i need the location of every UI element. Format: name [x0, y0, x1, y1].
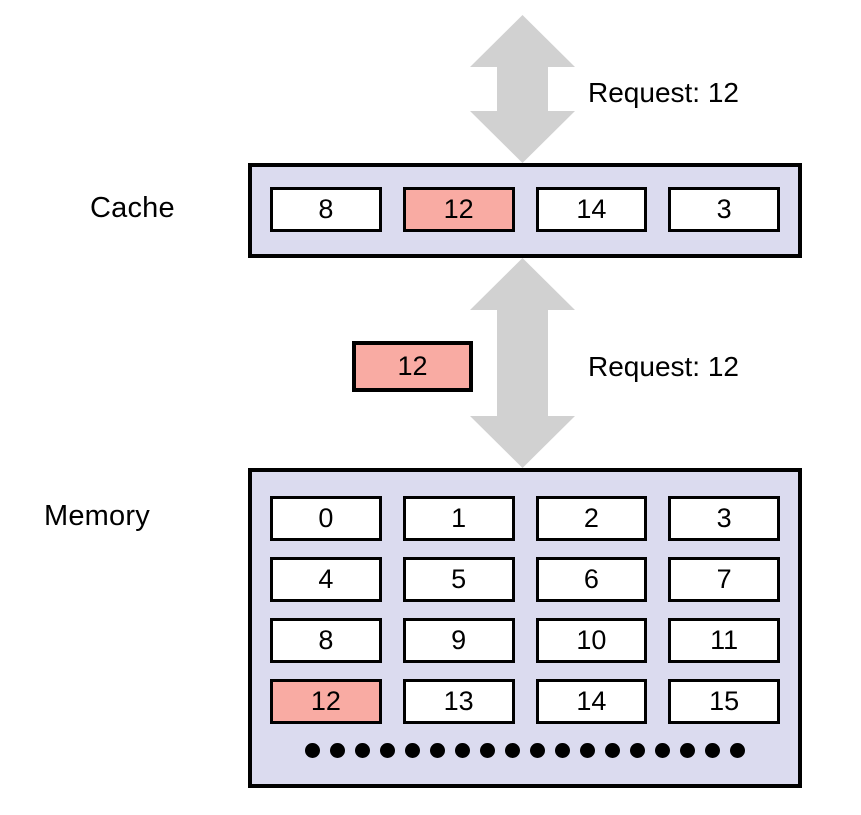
memory-cell-9: 9: [402, 618, 515, 663]
memory-cell-11: 11: [668, 618, 780, 663]
cache-request-arrow-icon: [470, 15, 575, 163]
memory-cell-10: 10: [535, 618, 648, 663]
ellipsis-dot: [630, 743, 645, 758]
ellipsis-dot: [705, 743, 720, 758]
memory-cell-6: 6: [535, 557, 648, 602]
memory-cell-5: 5: [402, 557, 515, 602]
memory-cell-4: 4: [270, 557, 382, 602]
cache-block: 8 12 14 3: [248, 163, 802, 258]
memory-cell-7: 7: [668, 557, 780, 602]
ellipsis-dot: [480, 743, 495, 758]
cache-cell-3: 3: [668, 187, 780, 232]
cache-cell-14: 14: [535, 187, 648, 232]
cache-cell-12: 12: [402, 187, 515, 232]
memory-cell-8: 8: [270, 618, 382, 663]
ellipsis-dot: [380, 743, 395, 758]
cache-label: Cache: [90, 192, 175, 224]
ellipsis-dot: [455, 743, 470, 758]
memory-cell-14: 14: [535, 679, 648, 724]
ellipsis-dot: [430, 743, 445, 758]
ellipsis-dot: [605, 743, 620, 758]
memory-cell-3: 3: [668, 496, 780, 541]
transfer-block: 12: [352, 341, 473, 392]
ellipsis-dot: [730, 743, 745, 758]
memory-cell-0: 0: [270, 496, 382, 541]
memory-cell-1: 1: [402, 496, 515, 541]
ellipsis-dot: [405, 743, 420, 758]
ellipsis-dot: [580, 743, 595, 758]
cache-request-label: Request: 12: [588, 77, 739, 108]
ellipsis-dot: [680, 743, 695, 758]
ellipsis-dot: [555, 743, 570, 758]
ellipsis-dot: [530, 743, 545, 758]
memory-cell-13: 13: [402, 679, 515, 724]
memory-request-arrow-icon: [470, 258, 575, 468]
memory-cell-15: 15: [668, 679, 780, 724]
cache-cell-8: 8: [270, 187, 382, 232]
memory-cell-12: 12: [270, 679, 382, 724]
memory-request-label: Request: 12: [588, 351, 739, 382]
memory-ellipsis: [252, 743, 798, 758]
ellipsis-dot: [305, 743, 320, 758]
memory-cell-2: 2: [535, 496, 648, 541]
ellipsis-dot: [330, 743, 345, 758]
ellipsis-dot: [355, 743, 370, 758]
cache-cells: 8 12 14 3: [252, 167, 798, 232]
ellipsis-dot: [505, 743, 520, 758]
memory-label: Memory: [44, 500, 150, 532]
ellipsis-dot: [655, 743, 670, 758]
